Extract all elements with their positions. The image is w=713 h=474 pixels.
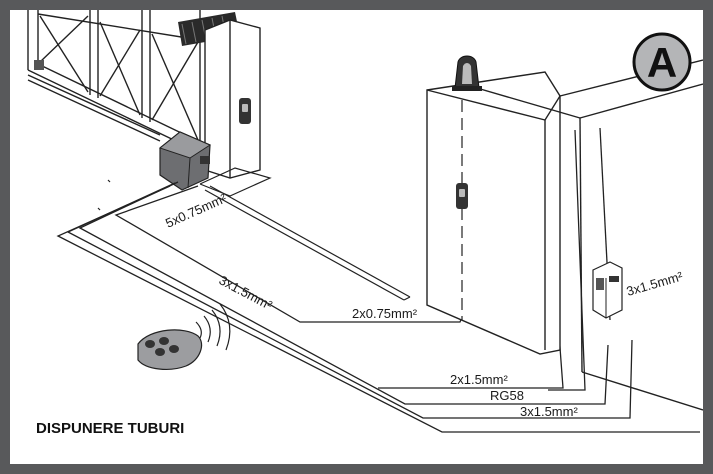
cable-label-motor: 5x0.75mm² [163,190,229,230]
flashing-lamp-icon [452,55,482,91]
left-photocell-icon [239,98,251,124]
cable-label-photocell: 2x0.75mm² [352,306,418,321]
gate-panel [27,10,206,156]
diagram-frame: A 5x0.75mm² 3x1.5mm² 2x0.75mm² 2x1.5mm² … [10,10,703,464]
diagram-title: DISPUNERE TUBURI [36,420,184,437]
badge: A [632,32,692,92]
left-pillar [204,19,261,179]
ground-lines [97,167,411,301]
gate-rail-end [34,60,44,70]
cable-label-lamp: 2x1.5mm² [450,372,508,387]
right-photocell-icon [456,183,468,209]
cable-label-switch: 3x1.5mm² [625,268,685,299]
cable-label-antenna: RG58 [490,388,524,403]
key-switch-box-icon [592,261,623,319]
gate-motor-icon [158,131,212,191]
installation-diagram: A 5x0.75mm² 3x1.5mm² 2x0.75mm² 2x1.5mm² … [27,10,703,437]
remote-control-icon [137,329,203,370]
cable-label-supply: 3x1.5mm² [520,404,578,419]
badge-letter: A [647,39,677,86]
right-gate-structure [426,59,703,411]
signal-waves-icon [195,303,231,351]
